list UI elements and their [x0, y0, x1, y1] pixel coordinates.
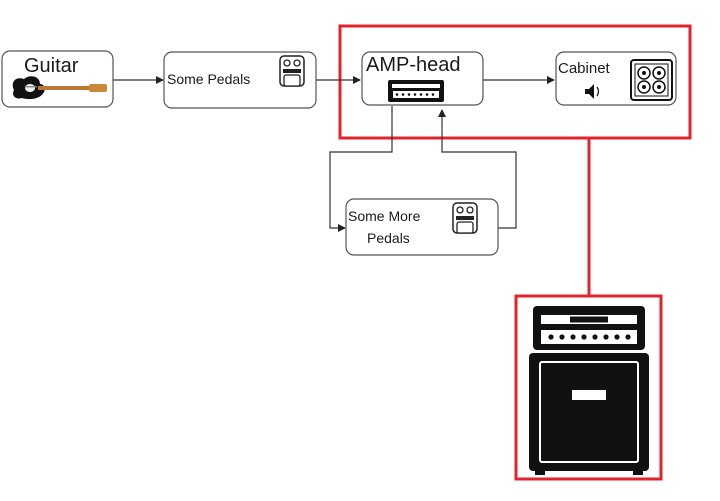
node-some-pedals	[163, 51, 317, 109]
edge-amp-send-to-loop	[329, 106, 393, 232]
node-some-pedals-label: Some Pedals	[167, 71, 251, 87]
amp-head-icon	[388, 80, 444, 102]
node-some-more-pedals-label-line2: Pedals	[367, 230, 410, 246]
node-cabinet-label: Cabinet	[558, 60, 610, 77]
stompbox-pedal-icon	[452, 202, 478, 234]
speaker-cabinet-icon	[630, 59, 673, 101]
node-guitar	[1, 50, 114, 108]
speaker-volume-icon	[585, 84, 600, 99]
node-guitar-label: Guitar	[24, 55, 79, 77]
highlight-box-full-stack	[514, 294, 663, 481]
edge-loop-return-to-amp	[438, 109, 517, 229]
stompbox-pedal-icon	[279, 55, 305, 87]
node-amp-head-label: AMP-head	[366, 54, 461, 76]
node-some-more-pedals-label-line1: Some More	[348, 208, 421, 224]
node-cabinet	[555, 51, 677, 106]
electric-guitar-icon	[12, 76, 107, 100]
amp-stack-icon	[529, 306, 649, 475]
node-amp-head	[361, 51, 484, 106]
node-some-more-pedals	[345, 198, 499, 256]
highlight-box-amp-and-cabinet	[338, 24, 692, 140]
